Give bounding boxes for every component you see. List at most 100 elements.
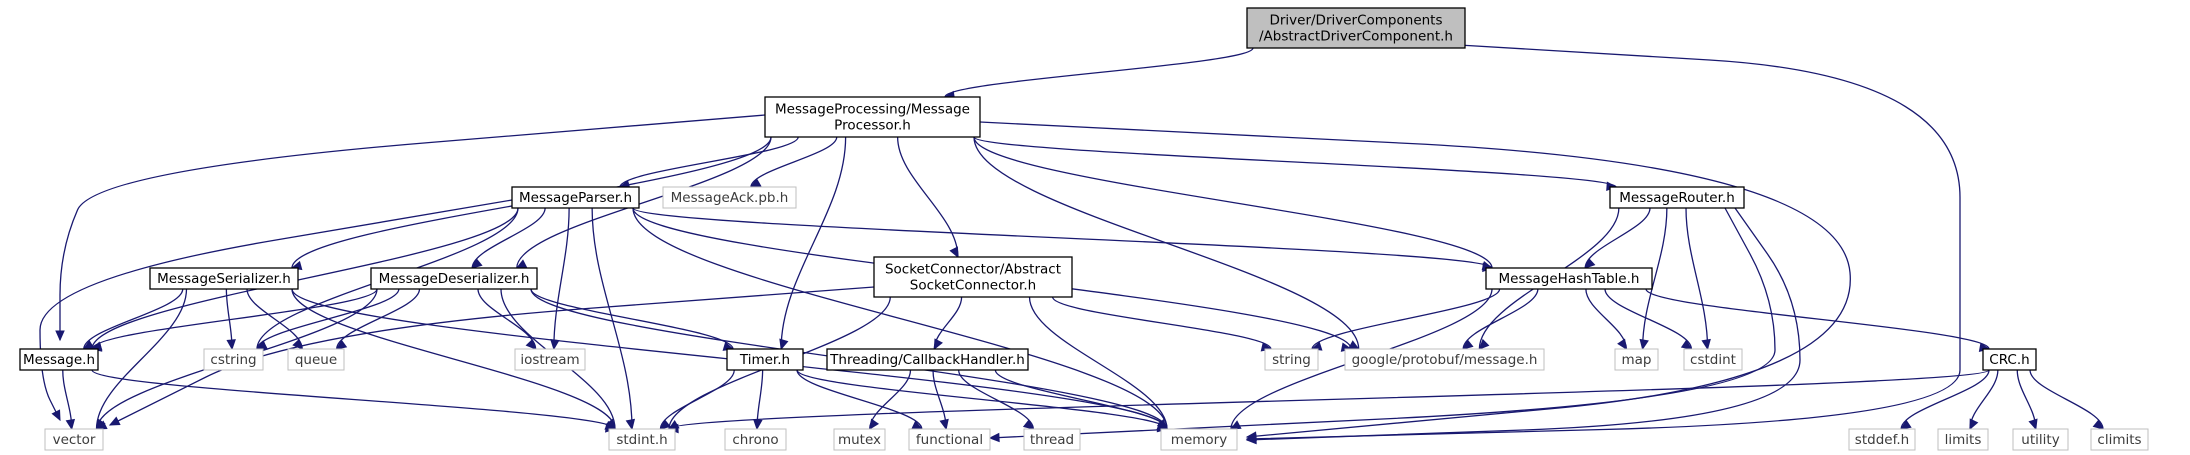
node-label-crc-0: CRC.h: [1989, 352, 2029, 368]
node-label-msgh-0: Message.h: [23, 352, 95, 368]
node-label-root-1: /AbstractDriverComponent.h: [1259, 29, 1453, 45]
edge-mser-to-cstring: [225, 288, 236, 351]
node-label-mser-0: MessageSerializer.h: [157, 271, 291, 287]
edge-mp-to-msgh: [55, 114, 766, 342]
node-mack: MessageAck.pb.h: [662, 186, 797, 209]
node-string: string: [1264, 348, 1319, 371]
node-limits: limits: [1937, 428, 1989, 451]
node-label-utility-0: utility: [2021, 432, 2059, 448]
edge-mser-to-vector: [95, 288, 188, 431]
node-label-cstring-0: cstring: [210, 352, 256, 368]
edge-timer-to-functional: [796, 369, 923, 430]
node-label-protobuf-0: google/protobuf/message.h: [1352, 352, 1538, 368]
node-mser[interactable]: MessageSerializer.h: [149, 267, 299, 290]
node-mrouter[interactable]: MessageRouter.h: [1609, 186, 1745, 209]
node-sock[interactable]: SocketConnector/AbstractSocketConnector.…: [873, 256, 1073, 298]
node-label-mack-0: MessageAck.pb.h: [671, 190, 789, 206]
edge-mrouter-to-memory: [1245, 207, 1801, 445]
edge-mht-to-cstdint: [1604, 288, 1693, 350]
node-label-mdeser-0: MessageDeserializer.h: [379, 271, 530, 287]
edge-crc-to-climits: [2029, 369, 2104, 430]
edge-mp-to-timer: [779, 136, 847, 351]
node-label-map-0: map: [1622, 352, 1652, 368]
edge-mp-to-mrouter: [973, 136, 1618, 192]
node-label-iostream-0: iostream: [520, 352, 579, 368]
node-label-root-0: Driver/DriverComponents: [1269, 13, 1442, 29]
edge-mp-to-mack: [749, 136, 838, 188]
node-label-limits-0: limits: [1945, 432, 1982, 448]
node-cstdint: cstdint: [1683, 348, 1743, 371]
node-crc[interactable]: CRC.h: [1982, 348, 2037, 371]
node-label-sock-0: SocketConnector/Abstract: [885, 262, 1061, 278]
node-timer[interactable]: Timer.h: [726, 348, 804, 371]
node-root: Driver/DriverComponents/AbstractDriverCo…: [1246, 7, 1466, 49]
edge-root-to-memory: [1245, 44, 1961, 444]
node-label-mrouter-0: MessageRouter.h: [1619, 190, 1735, 206]
edge-mparser-to-iostream: [550, 207, 570, 351]
edge-mrouter-to-cstdint: [1685, 207, 1711, 351]
edge-crc-to-limits: [1969, 369, 1999, 431]
node-utility: utility: [2012, 428, 2069, 451]
edge-mparser-to-vector: [39, 199, 513, 422]
edge-sock-to-memory: [1028, 296, 1168, 430]
edge-cbh-to-functional: [932, 369, 949, 431]
node-msgh[interactable]: Message.h: [19, 348, 99, 371]
node-label-stdint-0: stdint.h: [616, 432, 667, 448]
edge-cbh-to-thread: [957, 369, 1035, 430]
edge-mrouter-to-mht: [1584, 207, 1651, 269]
edge-msgh-to-stdint: [91, 369, 617, 433]
edge-cbh-to-memory: [994, 369, 1169, 431]
edge-root-to-mp: [943, 47, 1254, 101]
edge-sock-to-vector: [108, 286, 875, 426]
edge-mp-to-sock: [896, 136, 959, 259]
node-label-timer-0: Timer.h: [739, 352, 790, 368]
edge-mht-to-protobuf: [1462, 288, 1539, 350]
node-label-mparser-0: MessageParser.h: [519, 190, 632, 206]
node-chrono: chrono: [724, 428, 787, 451]
node-protobuf: google/protobuf/message.h: [1344, 348, 1545, 371]
node-climits: climits: [2090, 428, 2149, 451]
edge-sock-to-string: [1051, 296, 1273, 352]
node-label-mutex-0: mutex: [838, 432, 881, 448]
node-label-cstdint-0: cstdint: [1690, 352, 1736, 368]
node-label-functional-0: functional: [916, 432, 983, 448]
edge-msgh-to-vector: [62, 369, 76, 431]
edge-mparser-to-stdint: [591, 207, 636, 431]
node-label-thread-0: thread: [1030, 432, 1074, 448]
node-label-stddef-0: stddef.h: [1855, 432, 1909, 448]
node-label-mp-1: Processor.h: [834, 118, 911, 134]
node-label-string-0: string: [1272, 352, 1311, 368]
node-mht[interactable]: MessageHashTable.h: [1485, 267, 1653, 290]
node-functional: functional: [908, 428, 991, 451]
node-label-climits-0: climits: [2097, 432, 2141, 448]
edge-mrouter-to-map: [1639, 207, 1668, 351]
node-iostream: iostream: [514, 348, 586, 371]
node-label-queue-0: queue: [295, 352, 337, 368]
node-label-chrono-0: chrono: [732, 432, 778, 448]
node-label-vector-0: vector: [53, 432, 96, 448]
node-cbh[interactable]: Threading/CallbackHandler.h: [826, 348, 1029, 371]
node-mparser[interactable]: MessageParser.h: [511, 186, 640, 209]
edge-mht-to-crc: [1645, 288, 1991, 353]
node-map: map: [1614, 348, 1659, 371]
edge-timer-to-chrono: [753, 369, 764, 431]
edge-crc-to-stddef: [1900, 369, 1990, 430]
edge-mp-to-memory: [979, 121, 1851, 441]
node-stddef: stddef.h: [1848, 428, 1916, 451]
node-queue: queue: [287, 348, 345, 371]
node-mutex: mutex: [833, 428, 886, 451]
edge-mp-to-mht: [973, 136, 1494, 271]
edge-sock-to-cbh: [933, 296, 963, 351]
node-label-cbh-0: Threading/CallbackHandler.h: [829, 352, 1025, 368]
node-stdint: stdint.h: [608, 428, 676, 451]
node-vector: vector: [44, 428, 104, 451]
node-mdeser[interactable]: MessageDeserializer.h: [370, 267, 538, 290]
edge-mparser-to-memory: [632, 207, 1169, 430]
edge-mdeser-to-queue: [335, 288, 421, 350]
edge-mdeser-to-iostream: [477, 288, 537, 350]
node-cstring: cstring: [203, 348, 264, 371]
node-thread: thread: [1023, 428, 1081, 451]
node-label-mp-0: MessageProcessing/Message: [775, 102, 970, 118]
